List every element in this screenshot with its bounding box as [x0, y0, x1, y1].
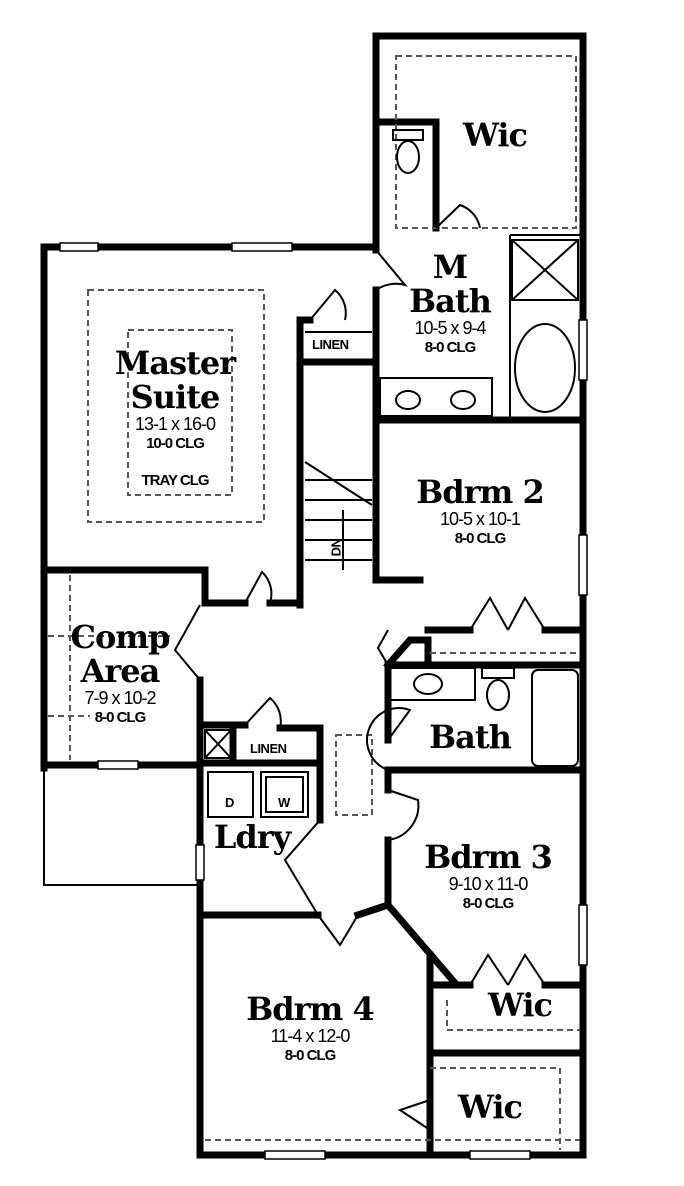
room-bath: Bath	[429, 718, 512, 756]
walls	[40, 32, 587, 1159]
room-size: 10-5 x 9-4	[414, 318, 486, 338]
dryer	[207, 771, 254, 818]
doors	[173, 203, 546, 1131]
room-name-line1: M	[432, 248, 468, 286]
room-ceiling: 8-0 CLG	[424, 339, 477, 356]
room-ceiling: 10-0 CLG	[146, 435, 205, 452]
shower	[511, 239, 579, 301]
linen-closet-upper: LINEN	[312, 337, 349, 352]
room-name: Bdrm 3	[424, 838, 553, 876]
room-name-line1: Master	[114, 344, 236, 382]
room-bdrm3: Bdrm 3 9-10 x 11-0 8-0 CLG	[424, 838, 553, 913]
room-name: Bath	[429, 718, 512, 756]
windows	[59, 242, 588, 1160]
room-name: Ldry	[213, 818, 291, 856]
room-name: Wic	[457, 1088, 523, 1126]
room-m-bath: M Bath 10-5 x 9-4 8-0 CLG	[409, 248, 492, 357]
room-ceiling: 8-0 CLG	[284, 1047, 337, 1064]
room-ceiling: 8-0 CLG	[462, 895, 515, 912]
room-name-line1: Comp	[70, 618, 170, 656]
room-size: 9-10 x 11-0	[448, 874, 529, 894]
room-name: Wic	[462, 116, 528, 154]
room-size: 7-9 x 10-2	[84, 688, 156, 708]
dryer-label: D	[225, 795, 234, 810]
linen-closet-lower: LINEN	[250, 741, 287, 756]
room-master-suite: Master Suite 13-1 x 16-0 10-0 CLG TRAY C…	[114, 344, 236, 490]
room-name: Wic	[487, 986, 553, 1024]
tub	[514, 323, 576, 413]
ceiling-note: TRAY CLG	[141, 472, 209, 489]
stairs	[304, 461, 373, 570]
room-size: 11-4 x 12-0	[270, 1026, 351, 1046]
room-ceiling: 8-0 CLG	[454, 530, 507, 547]
room-ceiling: 8-0 CLG	[94, 709, 147, 726]
room-bdrm4: Bdrm 4 11-4 x 12-0 8-0 CLG	[246, 990, 375, 1065]
bathtub	[531, 669, 579, 767]
room-wic-top: Wic	[462, 116, 528, 154]
room-name-line2: Bath	[409, 282, 492, 320]
room-name-line2: Suite	[130, 378, 221, 416]
room-bdrm2: Bdrm 2 10-5 x 10-1 8-0 CLG	[416, 473, 545, 548]
room-wic-bdrm4: Wic	[457, 1088, 523, 1126]
bath-vanity	[389, 667, 476, 701]
toilet	[396, 140, 420, 174]
fixtures	[204, 129, 579, 818]
toilet-tank	[392, 129, 424, 141]
room-size: 13-1 x 16-0	[134, 414, 216, 434]
room-name: Bdrm 2	[416, 473, 545, 511]
room-name: Bdrm 4	[246, 990, 375, 1028]
room-size: 10-5 x 10-1	[439, 509, 521, 529]
room-comp-area: Comp Area 7-9 x 10-2 8-0 CLG	[70, 618, 170, 727]
washer	[260, 771, 309, 818]
stairs-down-label: DN	[328, 538, 344, 557]
room-ldry: Ldry	[213, 818, 291, 856]
room-wic-bdrm3: Wic	[487, 986, 553, 1024]
washer-label: W	[278, 795, 290, 810]
room-name-line2: Area	[80, 652, 161, 690]
vanity	[379, 377, 493, 417]
